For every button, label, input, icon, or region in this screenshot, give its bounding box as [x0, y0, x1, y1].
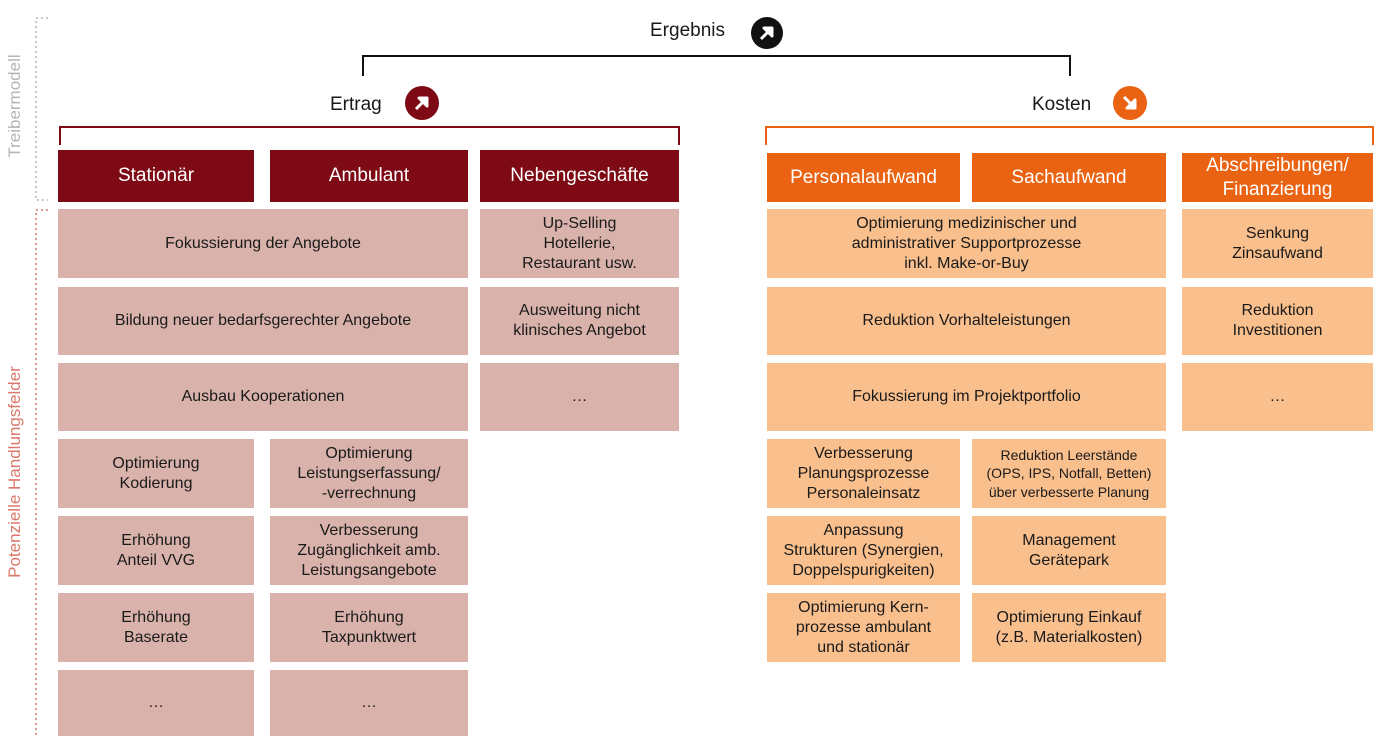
kosten-label: Kosten — [1032, 94, 1092, 115]
kosten-wide-cell: Reduktion Vorhalteleistungen — [767, 287, 1166, 355]
kosten-wide-cell: Fokussierung im Projektportfolio — [767, 363, 1166, 431]
header-stationaer: Stationär — [58, 150, 254, 202]
ertrag-wide-cell: Bildung neuer bedarfsgerechter Angebote — [58, 287, 468, 355]
ergebnis-bracket — [362, 55, 1071, 76]
sach-cell: Reduktion Leerstände (OPS, IPS, Notfall,… — [972, 439, 1166, 508]
ambulant-cell: Verbesserung Zugänglichkeit amb. Leistun… — [270, 516, 468, 585]
stationaer-cell: Optimierung Kodierung — [58, 439, 254, 508]
kosten-wide-cell: Optimierung medizinischer und administra… — [767, 209, 1166, 278]
personal-cell: Verbesserung Planungsprozesse Personalei… — [767, 439, 960, 508]
header-abschreibungen: Abschreibungen/ Finanzierung — [1182, 153, 1373, 202]
sach-cell: Management Gerätepark — [972, 516, 1166, 585]
abschreibungen-cell: … — [1182, 363, 1373, 431]
arrow-down-right-icon — [1113, 86, 1147, 120]
stationaer-cell: Erhöhung Baserate — [58, 593, 254, 662]
ambulant-cell: Erhöhung Taxpunktwert — [270, 593, 468, 662]
nebengeschaefte-cell: Up-Selling Hotellerie, Restaurant usw. — [480, 209, 679, 278]
ergebnis-label: Ergebnis — [650, 20, 725, 41]
header-ambulant: Ambulant — [270, 150, 468, 202]
ambulant-cell: Optimierung Leistungserfassung/ -verrech… — [270, 439, 468, 508]
arrow-up-right-icon — [751, 17, 783, 49]
personal-cell: Optimierung Kern- prozesse ambulant und … — [767, 593, 960, 662]
ertrag-wide-cell: Fokussierung der Angebote — [58, 209, 468, 278]
ertrag-label: Ertrag — [330, 94, 382, 115]
arrow-up-right-icon — [405, 86, 439, 120]
sach-cell: Optimierung Einkauf (z.B. Materialkosten… — [972, 593, 1166, 662]
ambulant-cell: … — [270, 670, 468, 736]
header-nebengeschaefte: Nebengeschäfte — [480, 150, 679, 202]
stationaer-cell: Erhöhung Anteil VVG — [58, 516, 254, 585]
nebengeschaefte-cell: Ausweitung nicht klinisches Angebot — [480, 287, 679, 355]
abschreibungen-cell: Reduktion Investitionen — [1182, 287, 1373, 355]
side-brackets — [35, 17, 48, 736]
personal-cell: Anpassung Strukturen (Synergien, Doppels… — [767, 516, 960, 585]
stationaer-cell: … — [58, 670, 254, 736]
abschreibungen-cell: Senkung Zinsaufwand — [1182, 209, 1373, 278]
header-personalaufwand: Personalaufwand — [767, 153, 960, 202]
ertrag-wide-cell: Ausbau Kooperationen — [58, 363, 468, 431]
group-brackets — [59, 126, 1374, 145]
side-label-handlungsfelder: Potenzielle Handlungsfelder — [5, 366, 24, 578]
header-sachaufwand: Sachaufwand — [972, 153, 1166, 202]
nebengeschaefte-cell: … — [480, 363, 679, 431]
